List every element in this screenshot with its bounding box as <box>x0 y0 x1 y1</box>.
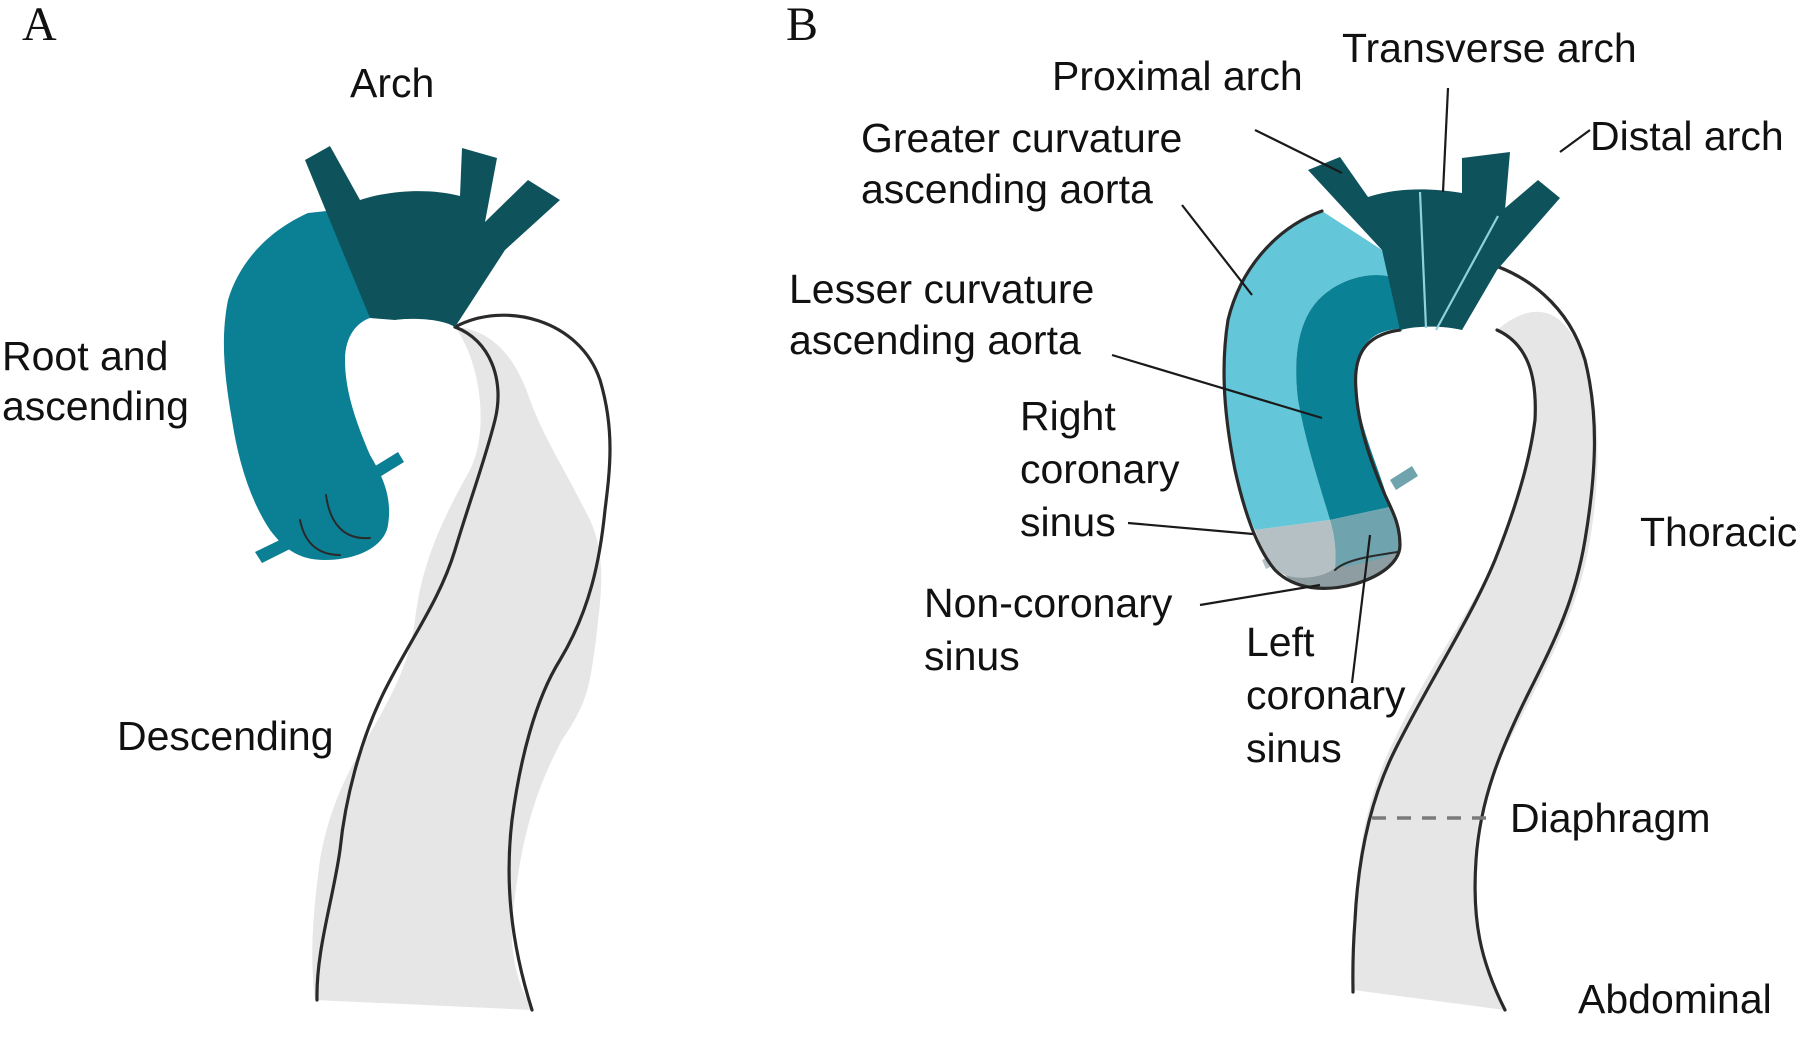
panel-b-arch-divider-transverse-distal <box>1435 215 1499 331</box>
panel-b-label-non-coronary-2: sinus <box>924 633 1020 679</box>
panel-a-arch-segment <box>305 146 560 327</box>
leader-transverse-arch <box>1441 87 1450 193</box>
panel-b-sinus-cusp-line <box>1334 551 1399 571</box>
panel-b-root-outline <box>1222 209 1402 590</box>
panel-b-label-diaphragm: Diaphragm <box>1510 795 1711 841</box>
panel-b-label-lesser-curvature-1: Lesser curvature <box>789 266 1094 312</box>
panel-b-arch-segment <box>1308 152 1560 330</box>
panel-b-descending-inner-wall <box>1351 328 1537 994</box>
leader-non-coronary-sinus <box>1199 583 1321 607</box>
leader-greater-curvature <box>1181 204 1253 296</box>
leader-proximal-arch <box>1254 129 1343 174</box>
panel-b-label-abdominal: Abdominal <box>1578 976 1772 1022</box>
leader-left-coronary-sinus <box>1350 534 1372 684</box>
leader-lesser-curvature <box>1111 353 1323 420</box>
panel-b-label-distal-arch: Distal arch <box>1590 113 1784 159</box>
panel-b-arch-divider-proximal-transverse <box>1418 191 1428 329</box>
panel-a-root-cusp-lines <box>299 494 371 556</box>
panel-b-label-thoracic: Thoracic <box>1640 509 1797 555</box>
panel-b-label-left-coronary-2: coronary <box>1246 672 1406 718</box>
panel-b-label-left-coronary-3: sinus <box>1246 725 1342 771</box>
panel-a-root-ascending-segment <box>223 210 390 560</box>
panel-b-label-greater-curvature-1: Greater curvature <box>861 115 1182 161</box>
panel-a-label: A <box>22 0 57 51</box>
panel-a-coronary-stub-left <box>255 535 296 563</box>
leader-right-coronary-sinus <box>1127 521 1254 536</box>
panel-b-label-proximal-arch: Proximal arch <box>1052 53 1303 99</box>
panel-b-left-coronary-sinus <box>1330 507 1401 568</box>
panel-b-coronary-stub-right <box>1262 542 1302 569</box>
panel-a: A <box>22 0 612 1012</box>
panel-b-descending-aorta <box>1353 311 1598 1010</box>
panel-b-label-right-coronary-1: Right <box>1020 393 1116 439</box>
panel-a-descending-aorta <box>312 327 602 1010</box>
leader-distal-arch <box>1559 129 1591 153</box>
panel-a-descending-inner-wall <box>315 325 500 1002</box>
panel-a-label-root-line2: ascending <box>2 383 189 429</box>
panel-b-label-right-coronary-3: sinus <box>1020 499 1116 545</box>
panel-a-label-arch: Arch <box>350 60 434 106</box>
panel-a-label-descending: Descending <box>117 713 334 759</box>
panel-b: B <box>786 0 1598 1012</box>
panel-b-lesser-curvature-segment <box>1296 275 1420 520</box>
panel-b-leader-lines <box>1111 87 1591 684</box>
panel-a-coronary-stub-right <box>372 452 404 478</box>
panel-b-label-transverse-arch: Transverse arch <box>1342 25 1637 71</box>
panel-b-label-lesser-curvature-2: ascending aorta <box>789 317 1081 363</box>
panel-a-descending-outer-wall <box>453 313 612 1012</box>
panel-b-descending-outer-wall <box>1465 256 1597 1012</box>
panel-a-label-root-line1: Root and <box>2 333 168 379</box>
panel-b-label: B <box>786 0 818 51</box>
panel-b-label-greater-curvature-2: ascending aorta <box>861 166 1153 212</box>
panel-b-label-non-coronary-1: Non-coronary <box>924 580 1173 626</box>
panel-b-coronary-stub-left <box>1390 466 1418 490</box>
panel-b-non-coronary-sinus <box>1285 550 1400 590</box>
panel-b-label-left-coronary-1: Left <box>1246 619 1315 665</box>
panel-b-label-right-coronary-2: coronary <box>1020 446 1180 492</box>
panel-b-greater-curvature-segment <box>1224 211 1398 530</box>
